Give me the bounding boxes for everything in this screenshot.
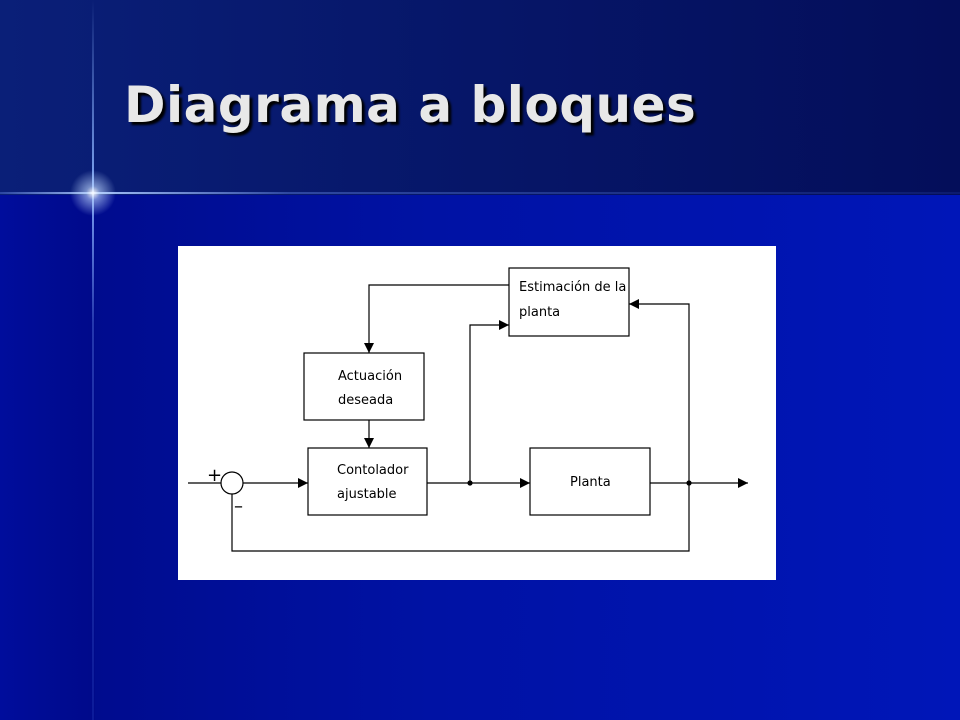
slide-left-band — [0, 195, 95, 720]
arrow-control-signal-to-estimator — [469, 320, 509, 483]
decorative-star-sparkle — [66, 166, 120, 220]
summing-plus-sign: + — [207, 465, 222, 486]
block-estimacion-planta — [508, 267, 630, 337]
summing-minus-sign: – — [234, 496, 243, 517]
block-controlador-label-line1: Contolador — [337, 463, 409, 478]
arrow-output-to-estimator — [629, 299, 690, 483]
block-planta-label: Planta — [570, 475, 611, 490]
branch-point-output — [686, 480, 692, 486]
block-planta — [529, 447, 651, 516]
block-controlador-label-line2: ajustable — [337, 487, 397, 502]
block-estimacion-label-line2: planta — [519, 305, 560, 320]
decorative-vertical-line — [92, 0, 94, 720]
feedback-loop-line — [231, 483, 690, 552]
arrow-estimator-to-actuation — [364, 284, 509, 353]
block-diagram-panel: Estimación de la planta Actuación desead… — [178, 246, 776, 580]
slide-title: Diagrama a bloques — [124, 76, 697, 134]
decorative-horizontal-line — [0, 192, 960, 194]
branch-point-control-signal — [467, 480, 473, 486]
block-controlador-ajustable — [307, 447, 428, 516]
block-actuacion-deseada — [303, 352, 425, 421]
block-estimacion-label-line1: Estimación de la — [519, 280, 626, 295]
summing-junction — [220, 471, 244, 495]
block-actuacion-label-line2: deseada — [338, 393, 393, 408]
block-actuacion-label-line1: Actuación — [338, 369, 402, 384]
slide-header-background — [0, 0, 960, 195]
block-diagram: Estimación de la planta Actuación desead… — [188, 267, 748, 552]
